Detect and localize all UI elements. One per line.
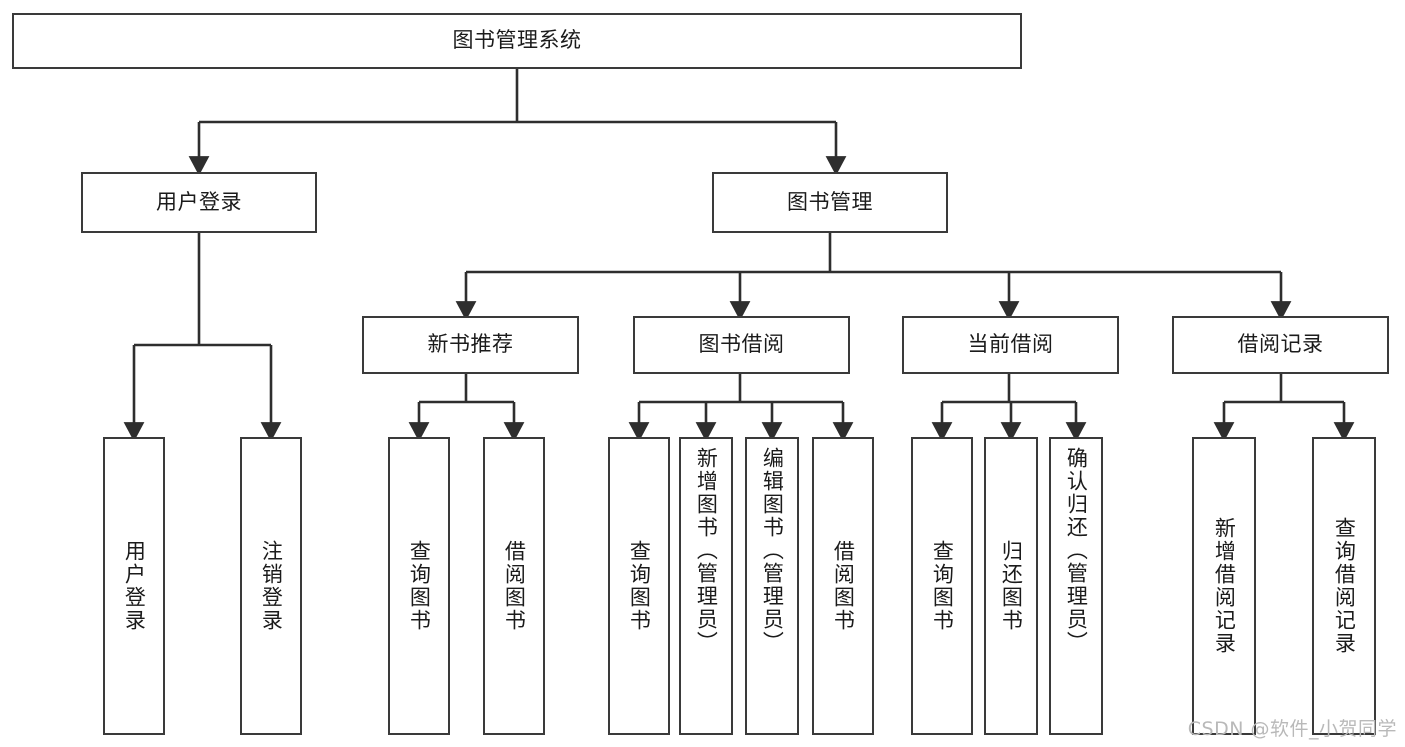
- node-root-system[interactable]: 图书管理系统: [12, 13, 1022, 69]
- node-new-book-rec-label: 新书推荐: [427, 332, 514, 357]
- leaf-add-borrow-record[interactable]: 新增借阅记录: [1192, 437, 1256, 735]
- leaf-borrow-book-label: 借阅图书: [831, 540, 856, 632]
- leaf-query-book-borrow[interactable]: 查询图书: [608, 437, 670, 735]
- leaf-borrow-book[interactable]: 借阅图书: [812, 437, 874, 735]
- leaf-query-borrow-record-label: 查询借阅记录: [1332, 517, 1357, 655]
- leaf-query-book-borrow-label: 查询图书: [627, 540, 652, 632]
- leaf-borrow-book-recommend-label: 借阅图书: [502, 540, 527, 632]
- leaf-query-book-current[interactable]: 查询图书: [911, 437, 973, 735]
- leaf-return-book-label: 归还图书: [999, 540, 1024, 632]
- edges-root-to-level2: [188, 69, 847, 176]
- node-current-borrow[interactable]: 当前借阅: [902, 316, 1119, 374]
- edges-bookmanage-to-level3: [455, 233, 1292, 321]
- node-current-borrow-label: 当前借阅: [967, 332, 1054, 357]
- leaf-confirm-return-admin-label: 确认归还（管理员）: [1064, 447, 1089, 654]
- node-borrow-record[interactable]: 借阅记录: [1172, 316, 1389, 374]
- node-user-login[interactable]: 用户登录: [81, 172, 317, 233]
- node-new-book-rec[interactable]: 新书推荐: [362, 316, 579, 374]
- edges-userlogin-to-leaves: [123, 233, 282, 442]
- leaf-query-borrow-record[interactable]: 查询借阅记录: [1312, 437, 1376, 735]
- csdn-watermark: CSDN @软件_小贺同学: [1187, 718, 1397, 740]
- leaf-query-book-current-label: 查询图书: [930, 540, 955, 632]
- edges-bookborrow-to-leaves: [628, 374, 854, 442]
- leaf-confirm-return-admin[interactable]: 确认归还（管理员）: [1049, 437, 1103, 735]
- edges-newbookrec-to-leaves: [408, 374, 525, 442]
- leaf-user-login[interactable]: 用户登录: [103, 437, 165, 735]
- edges-currentborrow-to-leaves: [931, 374, 1087, 442]
- leaf-add-book-admin-label: 新增图书（管理员）: [694, 447, 719, 654]
- leaf-query-book-recommend[interactable]: 查询图书: [388, 437, 450, 735]
- node-book-manage-label: 图书管理: [787, 189, 873, 214]
- node-book-manage[interactable]: 图书管理: [712, 172, 948, 233]
- node-root-label: 图书管理系统: [452, 28, 582, 53]
- node-book-borrow-label: 图书借阅: [698, 332, 785, 357]
- node-user-login-label: 用户登录: [156, 189, 242, 214]
- leaf-user-logout-label: 注销登录: [259, 540, 284, 632]
- leaf-borrow-book-recommend[interactable]: 借阅图书: [483, 437, 545, 735]
- leaf-query-book-recommend-label: 查询图书: [407, 540, 432, 632]
- edges-borrowrecord-to-leaves: [1213, 374, 1355, 442]
- leaf-return-book[interactable]: 归还图书: [984, 437, 1038, 735]
- node-borrow-record-label: 借阅记录: [1237, 332, 1324, 357]
- leaf-edit-book-admin-label: 编辑图书（管理员）: [760, 447, 785, 654]
- node-book-borrow[interactable]: 图书借阅: [633, 316, 850, 374]
- leaf-add-borrow-record-label: 新增借阅记录: [1212, 517, 1237, 655]
- leaf-edit-book-admin[interactable]: 编辑图书（管理员）: [745, 437, 799, 735]
- leaf-user-login-label: 用户登录: [122, 540, 147, 632]
- leaf-add-book-admin[interactable]: 新增图书（管理员）: [679, 437, 733, 735]
- leaf-user-logout[interactable]: 注销登录: [240, 437, 302, 735]
